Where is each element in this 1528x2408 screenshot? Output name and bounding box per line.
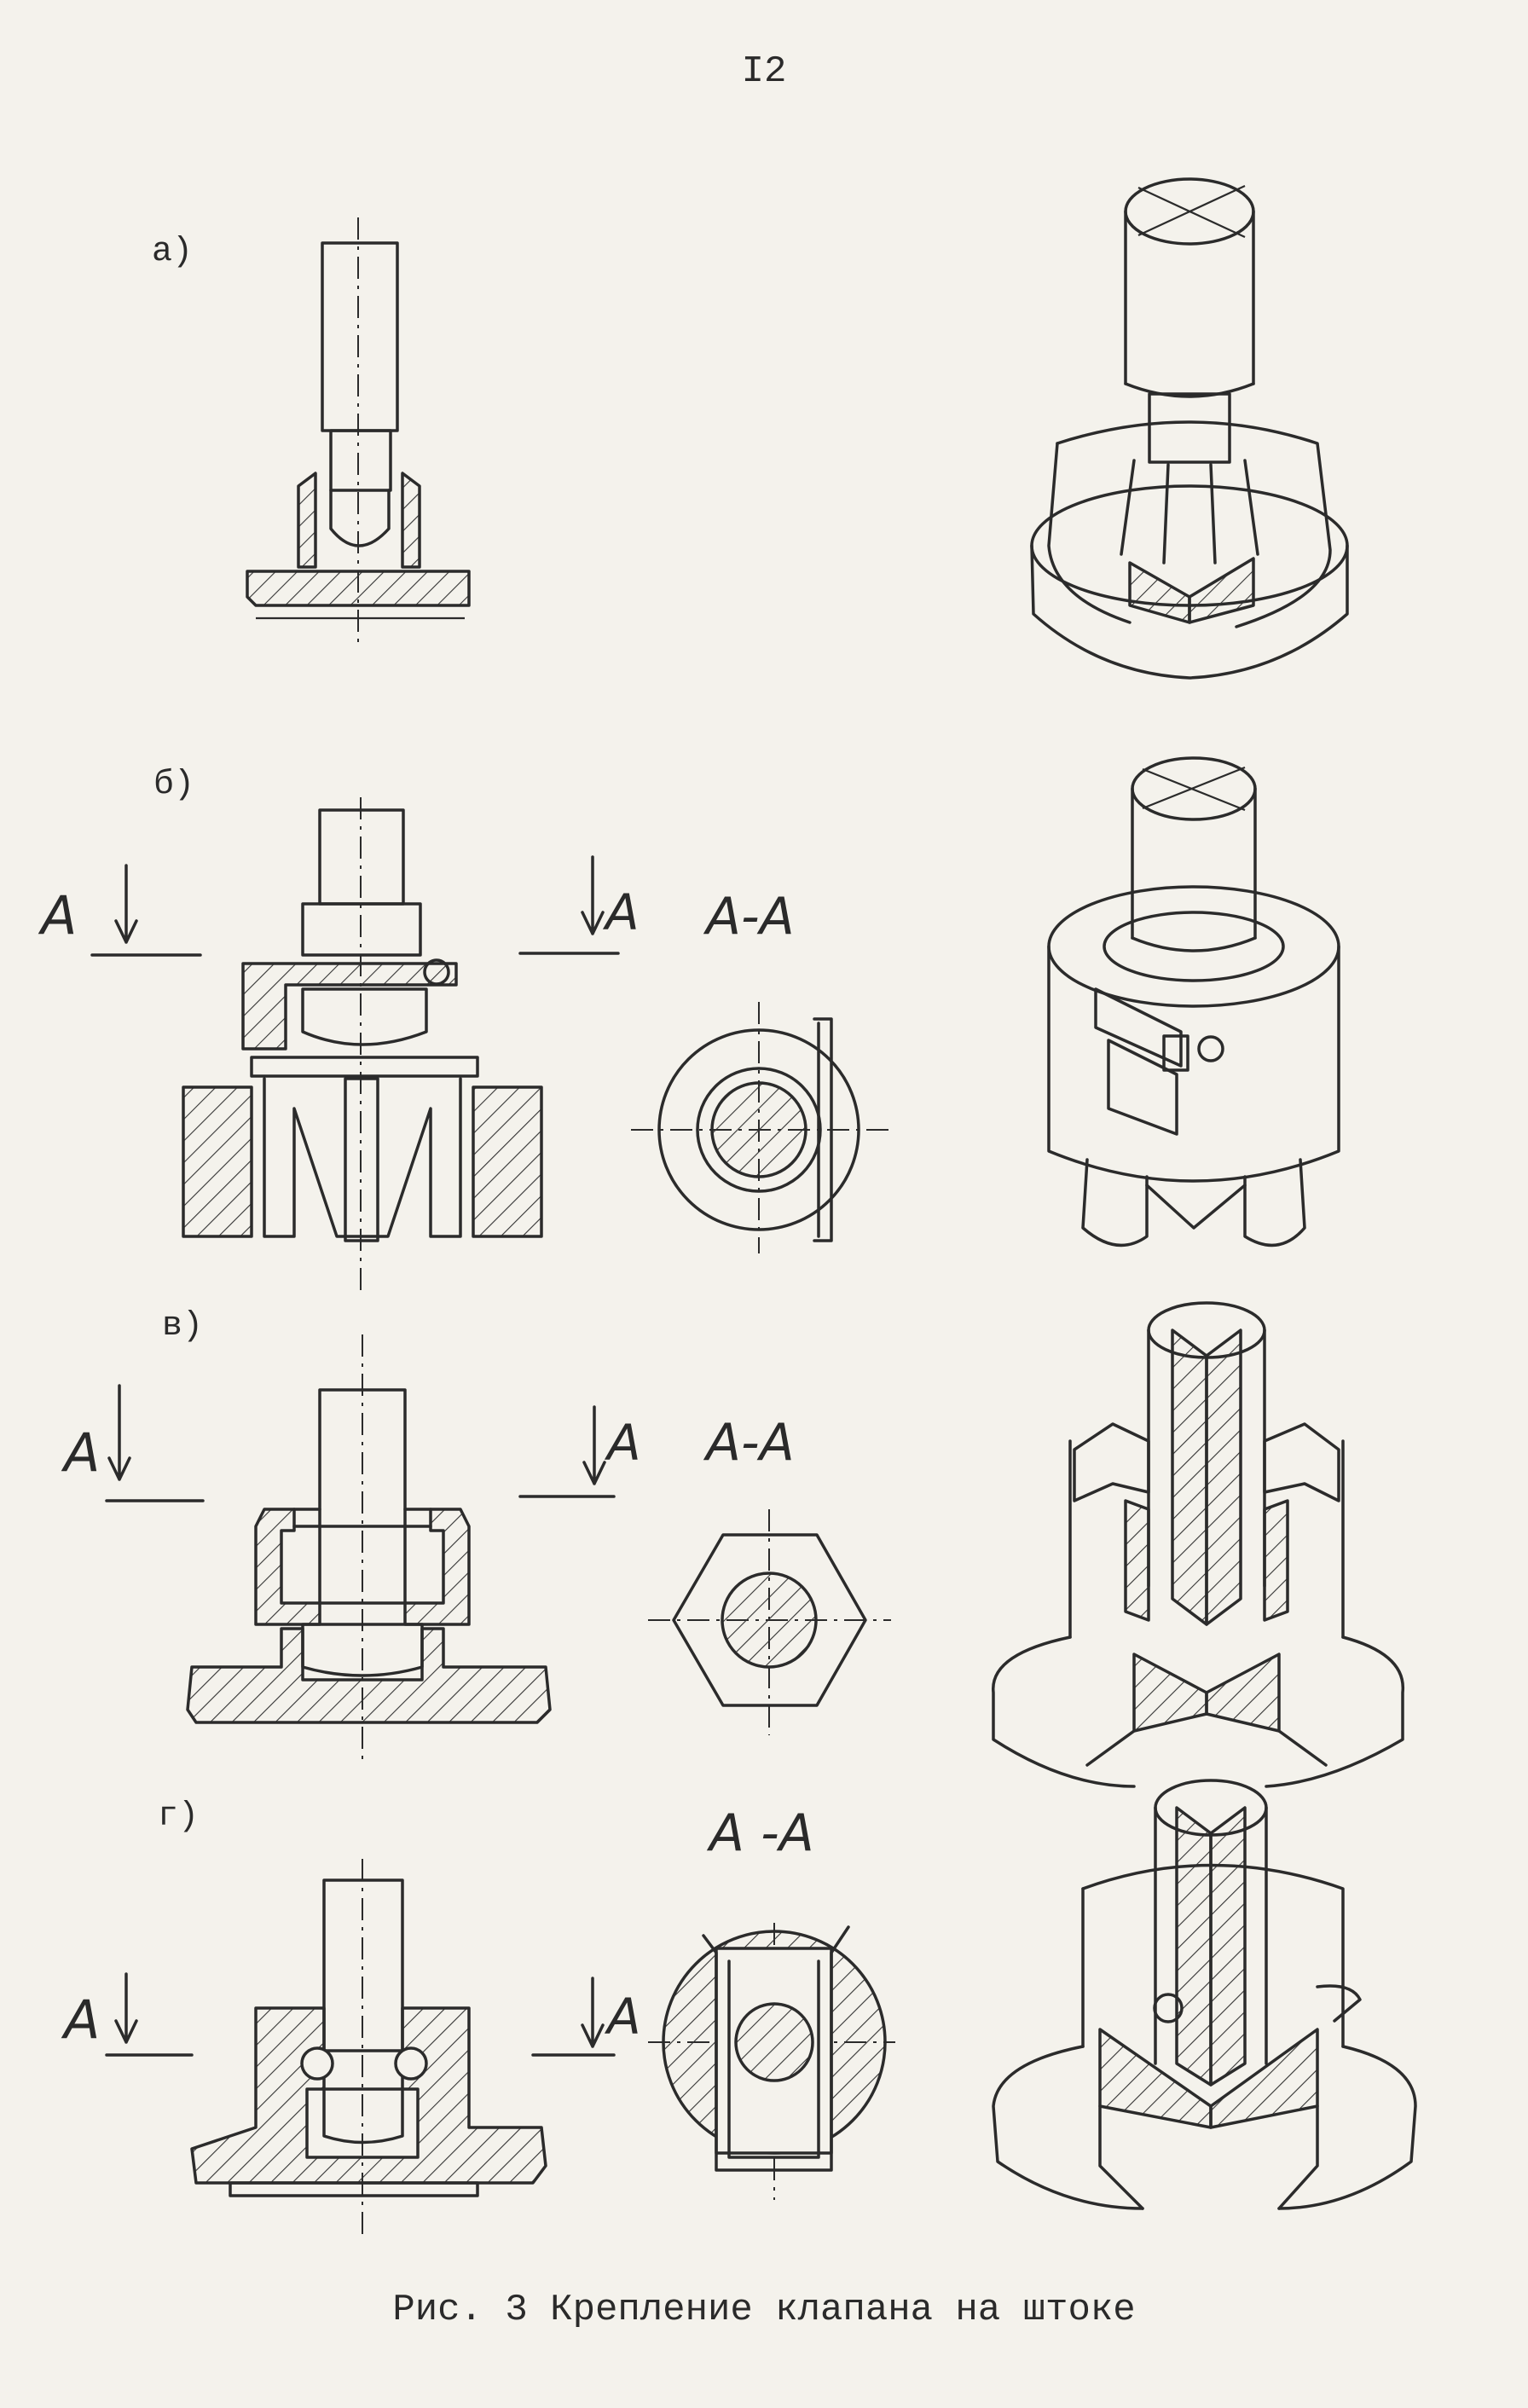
row-b-section-arrow-right: A (602, 883, 640, 941)
row-g-elevation-view (190, 1859, 547, 2234)
row-g-section-arrow-right: A (604, 1988, 641, 2046)
row-v-isometric-view (992, 1301, 1404, 1788)
row-a-label: а) (152, 233, 193, 271)
row-g-section-arrow-left: A (61, 1988, 100, 2051)
row-v-section-arrow-right: A (604, 1414, 641, 1472)
row-v: в) A A A-A (61, 1301, 1404, 1788)
page-number: I2 (742, 50, 787, 93)
row-g: г) A A A -A (61, 1779, 1417, 2234)
row-g-section-title: A -A (706, 1803, 814, 1863)
row-a: а) (152, 177, 1349, 680)
row-b-label: б) (153, 766, 194, 804)
row-v-section-view (648, 1509, 891, 1735)
row-b-section-title: A-A (703, 887, 795, 946)
row-v-section-title: A-A (703, 1413, 795, 1473)
row-g-isometric-view (992, 1779, 1417, 2210)
row-v-section-arrow-left: A (61, 1421, 100, 1484)
row-b-section-arrow-left: A (38, 884, 77, 946)
row-v-label: в) (162, 1307, 203, 1346)
row-v-elevation-view (186, 1334, 552, 1765)
row-a-isometric-view (1030, 177, 1349, 680)
row-b-elevation-view (182, 797, 543, 1296)
row-a-elevation-view (246, 217, 471, 648)
row-b: б) A A A-A (38, 756, 1340, 1296)
row-b-isometric-view (1047, 756, 1340, 1247)
row-g-section-view (648, 1923, 895, 2200)
figure-caption: Рис. 3 Крепление клапана на штоке (392, 2289, 1135, 2331)
row-b-section-view (631, 1002, 891, 1253)
row-g-label: г) (158, 1797, 199, 1836)
